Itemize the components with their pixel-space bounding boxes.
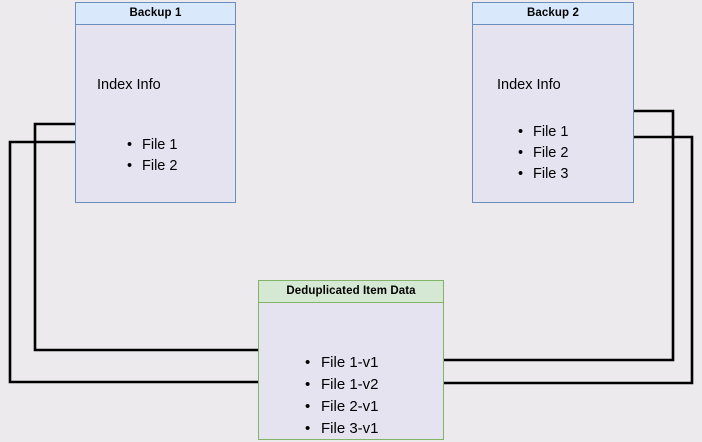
backup1-body: Index Info File 1 File 2	[76, 25, 235, 202]
backup1-box[interactable]: Backup 1 Index Info File 1 File 2	[75, 2, 236, 203]
dedup-body: File 1-v1 File 1-v2 File 2-v1 File 3-v1	[259, 303, 443, 440]
dedup-title: Deduplicated Item Data	[259, 281, 443, 303]
dedup-item[interactable]: File 3-v1	[305, 418, 379, 440]
backup2-body: Index Info File 1 File 2 File 3	[473, 25, 633, 202]
dedup-item[interactable]: File 1-v1	[305, 352, 379, 374]
backup2-file-item[interactable]: File 2	[518, 143, 568, 164]
backup1-file-item[interactable]: File 2	[127, 156, 177, 177]
backup2-file-list: File 1 File 2 File 3	[518, 122, 568, 185]
dedup-item[interactable]: File 2-v1	[305, 396, 379, 418]
backup1-title: Backup 1	[76, 3, 235, 25]
backup1-file-list: File 1 File 2	[127, 135, 177, 177]
backup2-file-item[interactable]: File 3	[518, 164, 568, 185]
backup2-box[interactable]: Backup 2 Index Info File 1 File 2 File 3	[472, 2, 634, 203]
backup1-file-item[interactable]: File 1	[127, 135, 177, 156]
dedup-box[interactable]: Deduplicated Item Data File 1-v1 File 1-…	[258, 280, 444, 440]
backup2-file-item[interactable]: File 1	[518, 122, 568, 143]
backup2-title: Backup 2	[473, 3, 633, 25]
dedup-item-list: File 1-v1 File 1-v2 File 2-v1 File 3-v1	[305, 352, 379, 440]
backup1-index-label: Index Info	[97, 77, 161, 93]
dedup-item[interactable]: File 1-v2	[305, 374, 379, 396]
backup2-index-label: Index Info	[497, 77, 561, 93]
